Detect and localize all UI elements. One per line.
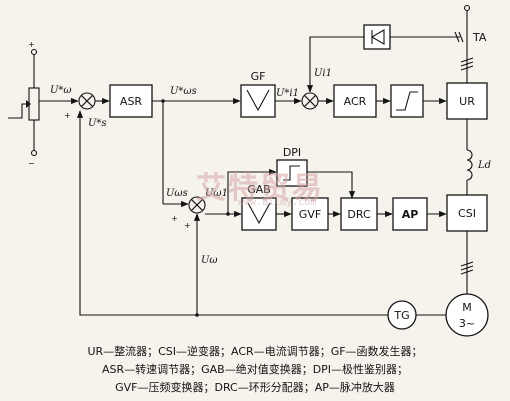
signal-u-omega: Uω — [201, 255, 218, 266]
ta-label: TA — [472, 31, 487, 44]
ld-label: Ld — [477, 160, 491, 171]
gf-block — [240, 84, 276, 118]
gf-label: GF — [251, 70, 266, 83]
reference-potentiometer — [8, 48, 40, 157]
asr-block — [109, 84, 153, 118]
summing-junction-1 — [78, 92, 96, 110]
drc-label: DRC — [347, 208, 371, 221]
plus-sign-top: + — [28, 40, 35, 49]
gvf-label: GVF — [299, 208, 321, 221]
signal-u-i1-star: U*i1 — [276, 88, 299, 99]
minus-sign-bottom: − — [28, 159, 35, 168]
summing-junction-2 — [301, 92, 319, 110]
csi-block — [446, 194, 488, 232]
rectifier-block — [363, 24, 391, 50]
ap-block — [392, 197, 428, 231]
legend-line-1: UR—整流器；CSI—逆变器；ACR—电流调节器；GF—函数发生器； — [87, 345, 423, 358]
sum3-plus-bottom: + — [184, 221, 191, 230]
summing-junction-3 — [188, 196, 206, 214]
watermark-url: www.aitmy.com — [238, 197, 317, 208]
legend: UR—整流器；CSI—逆变器；ACR—电流调节器；GF—函数发生器； ASR—转… — [0, 343, 510, 397]
gab-label: GAB — [247, 183, 271, 196]
tg-label: TG — [393, 309, 409, 322]
signal-u-omega1: Uω1 — [205, 188, 228, 199]
sum1-plus: + — [64, 111, 71, 120]
gvf-block — [291, 197, 329, 231]
dpi-block — [276, 159, 308, 187]
legend-line-3: GVF—压频变换器；DRC—环形分配器；AP—脉冲放大器 — [115, 381, 395, 394]
acr-block — [333, 84, 377, 118]
motor-sub-label: 3~ — [459, 317, 475, 330]
csi-label: CSI — [458, 207, 476, 220]
motor-label: M — [462, 301, 472, 314]
ap-label: AP — [402, 208, 419, 221]
signal-u-omega-s: Uωs — [166, 188, 188, 199]
asr-label: ASR — [120, 95, 143, 108]
dpi-label: DPI — [283, 146, 301, 159]
watermark-logo: 艾特贸易 — [196, 171, 324, 206]
signal-u-omega-s-star: U*ωs — [170, 86, 197, 97]
signal-u-omega-star: U*ω — [50, 85, 72, 96]
legend-line-2: ASR—转速调节器；GAB—绝对值变换器；DPI—极性鉴别器； — [101, 363, 409, 376]
signal-u-s-star: U*s — [88, 118, 107, 129]
acr-label: ACR — [344, 95, 367, 108]
ur-label: UR — [459, 95, 475, 108]
signal-u-i1: Ui1 — [314, 68, 332, 79]
sum3-plus-left: + — [171, 214, 178, 223]
